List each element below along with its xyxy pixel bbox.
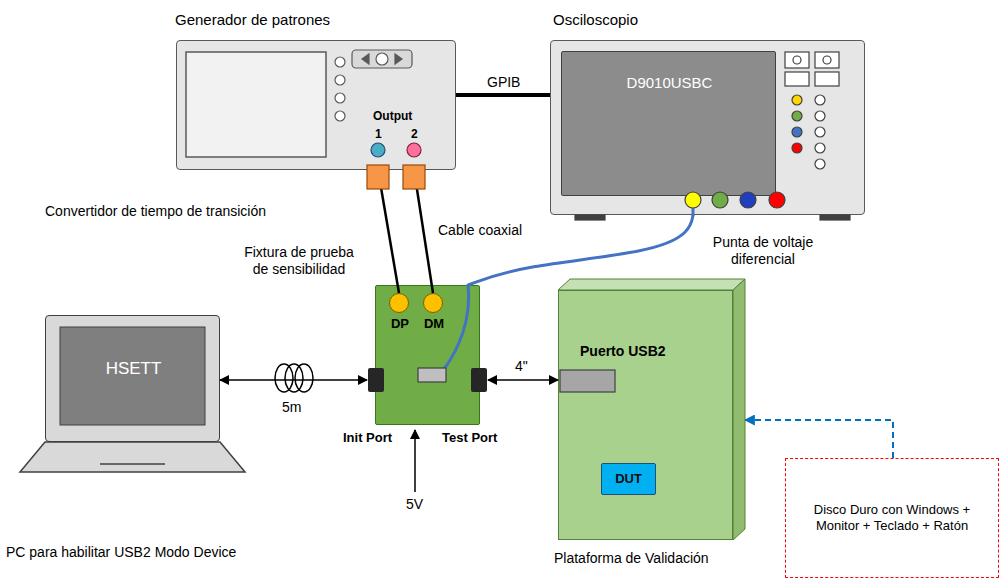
pc-caption: PC para habilitar USB2 Modo Device — [6, 544, 236, 561]
connector-label: DM — [416, 316, 452, 332]
connector — [414, 170, 433, 293]
dut-label: DUT — [615, 471, 642, 487]
fixture-title: Fixtura de prueba de sensibilidad — [236, 244, 362, 278]
connector-label: Punta de voltaje diferencial — [700, 234, 826, 268]
pc-screen — [60, 327, 205, 425]
sma-connector: DP — [389, 293, 409, 313]
port-label: Test Port — [442, 430, 497, 446]
connector-label: GPIB — [485, 74, 522, 91]
oscilloscope-controls — [575, 52, 850, 220]
pc-touchpad — [100, 463, 165, 465]
output-connector — [407, 143, 421, 157]
platform-side-face — [733, 279, 745, 540]
connector-label: 5m — [280, 399, 303, 416]
platform-caption: Plataforma de Validación — [554, 550, 709, 567]
power-arrow — [414, 430, 416, 492]
software-name: HSETT — [61, 359, 206, 379]
connector — [378, 170, 399, 293]
port-number: 1 — [375, 127, 382, 141]
sma-connector: DM — [423, 293, 443, 313]
connector-label: DP — [382, 316, 418, 332]
converter-label: Convertidor de tiempo de transición — [45, 203, 266, 220]
pc-keyboard-base — [20, 442, 245, 472]
channel-input — [685, 192, 701, 208]
usb-port — [560, 370, 615, 392]
device-title: Generador de patrones — [175, 11, 330, 29]
transition-time-converter — [367, 165, 389, 189]
probe-cable — [692, 205, 695, 216]
probe-cable — [444, 284, 469, 369]
port-label: Init Port — [343, 430, 392, 446]
test-port-connector — [471, 368, 487, 392]
oscilloscope-screen: D9010USBC — [561, 51, 776, 196]
port-number: 2 — [411, 127, 418, 141]
peripherals-box: Disco Duro con Windows + Monitor + Tecla… — [785, 458, 999, 578]
init-port-connector — [368, 368, 384, 392]
voltage-label: 5V — [406, 496, 423, 513]
test-fixture: Fixtura de prueba de sensibilidadDPDM — [375, 285, 480, 425]
connector — [456, 93, 550, 97]
connector — [220, 379, 367, 381]
connector — [745, 420, 893, 458]
pattern-generator: Generador de patronesOutput12 — [176, 40, 456, 170]
validation-platform: Plataforma de ValidaciónDUT — [558, 290, 733, 540]
dut-chip: DUT — [601, 463, 656, 495]
transition-time-converter — [403, 165, 425, 189]
generator-screen — [186, 52, 326, 157]
generator-buttons — [335, 50, 412, 121]
connector-label: Cable coaxial — [436, 222, 524, 239]
probe-tip — [418, 368, 446, 382]
host-pc: HSETTPC para habilitar USB2 Modo Device — [45, 315, 220, 442]
peripherals-list: Disco Duro con Windows + Monitor + Tecla… — [794, 502, 990, 533]
oscilloscope: OsciloscopioD9010USBC — [550, 40, 865, 215]
port-label: Puerto USB2 — [580, 343, 666, 360]
port-label: Output — [373, 109, 412, 123]
cable-coil — [275, 364, 313, 392]
device-title: Osciloscopio — [553, 11, 638, 29]
connector — [488, 379, 558, 381]
output-connector — [371, 143, 385, 157]
connector-label: 4" — [513, 358, 530, 375]
platform-top-face — [558, 279, 745, 290]
model-name: D9010USBC — [562, 74, 777, 92]
